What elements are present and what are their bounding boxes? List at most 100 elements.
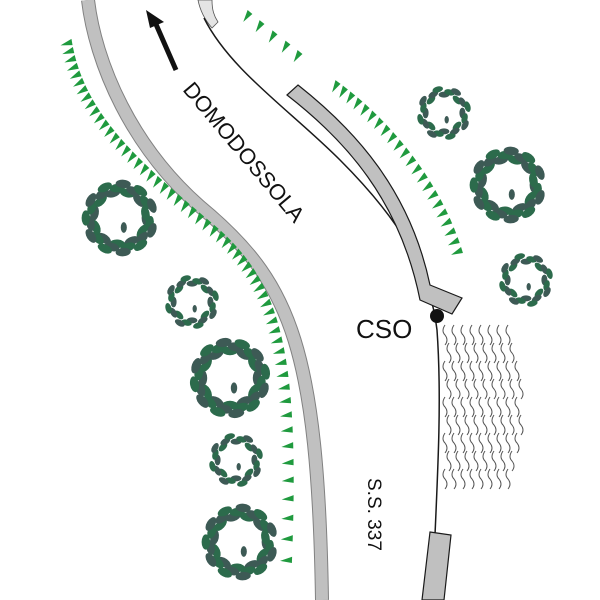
tree-leaf — [253, 467, 261, 478]
embankment-tooth-right — [440, 217, 453, 227]
tree-leaf — [461, 120, 469, 131]
tree-icon — [81, 179, 157, 257]
embankment-tooth-left — [121, 145, 132, 157]
tree-leaf — [191, 358, 202, 374]
scree-stroke — [505, 360, 511, 382]
tree-trunk-mark — [240, 546, 247, 557]
scree-stroke — [460, 396, 466, 418]
tree-leaf — [267, 522, 277, 537]
tree-leaf — [189, 376, 200, 393]
embankment-tooth-left — [256, 290, 269, 300]
tree-leaf — [445, 133, 456, 140]
scree-stroke — [478, 324, 484, 346]
scree-stroke — [478, 432, 484, 454]
tree-leaf — [212, 290, 219, 301]
tree-leaf — [85, 229, 97, 243]
north-west-arrow-icon — [146, 10, 179, 72]
embankment-tooth-left — [276, 370, 289, 377]
scree-stroke — [509, 378, 515, 400]
embankment-tooth-left — [115, 138, 126, 151]
tree-leaf — [258, 382, 269, 398]
scree-stroke — [469, 396, 475, 418]
scree-stroke — [505, 468, 511, 490]
tree-leaf — [417, 114, 424, 125]
scree-stroke — [478, 468, 484, 490]
tree-leaf — [485, 149, 500, 160]
tree-leaf — [254, 509, 268, 521]
tree-leaf — [485, 210, 500, 221]
embankment-tooth-left — [226, 242, 237, 254]
scree-stroke — [460, 432, 466, 454]
tree-leaf — [535, 190, 545, 205]
scree-stroke — [487, 468, 493, 490]
embankment-tooth-left — [280, 411, 293, 418]
scree-stroke — [514, 396, 520, 418]
embankment-tooth-right — [346, 91, 356, 104]
embankment-tooth-right — [427, 189, 439, 200]
tree-icon — [209, 433, 263, 487]
scree-stroke — [482, 378, 488, 400]
tree-leaf — [217, 506, 232, 517]
tree-leaf — [522, 206, 536, 218]
tree-leaf — [147, 223, 157, 238]
tree-leaf — [209, 309, 217, 320]
scree-stroke — [442, 324, 448, 346]
scree-stroke — [469, 432, 475, 454]
tree-leaf — [533, 255, 544, 263]
tree-icon — [189, 337, 271, 419]
embankment-tooth-left — [133, 157, 144, 170]
tree-leaf — [167, 284, 175, 295]
tree-leaf — [503, 146, 519, 156]
embankment-tooth-left — [166, 187, 176, 200]
scree-stroke — [473, 342, 479, 364]
tree-leaf — [535, 165, 545, 180]
tree-leaf — [180, 275, 191, 282]
embankment-tooth-left — [241, 261, 253, 272]
embankment-tooth-left — [62, 47, 75, 55]
scree-area — [442, 324, 524, 490]
tree-leaf — [115, 179, 131, 189]
scree-stroke — [442, 396, 448, 418]
scree-stroke — [442, 468, 448, 490]
embankment-tooth-right — [422, 181, 434, 192]
embankment-tooth-top — [268, 30, 278, 43]
scree-stroke — [482, 342, 488, 364]
tree-leaf — [473, 196, 485, 210]
embankment-tooth-right — [387, 131, 398, 144]
embankment-tooth-right — [360, 103, 370, 116]
scree-stroke — [491, 414, 497, 436]
embankment-tooth-left — [89, 106, 101, 117]
tree-leaf — [235, 503, 251, 513]
embankment-tooth-left — [281, 476, 294, 483]
tree-trunk-mark — [230, 382, 238, 394]
tree-leaf — [210, 406, 226, 417]
scree-stroke — [509, 450, 515, 472]
embankment-tooth-right — [339, 85, 348, 98]
tree-leaf — [426, 130, 437, 138]
scree-stroke — [451, 396, 457, 418]
scree-stroke — [478, 360, 484, 382]
embankment-tooth-right — [436, 208, 448, 218]
scree-stroke — [451, 432, 457, 454]
scree-stroke — [496, 360, 502, 382]
embankment-tooth-left — [268, 326, 281, 334]
scree-stroke — [464, 450, 470, 472]
scree-stroke — [469, 324, 475, 346]
scree-stroke — [455, 450, 461, 472]
tree-icon — [499, 253, 553, 307]
embankment-tooth-left — [139, 163, 150, 176]
embankment-tooth-left — [249, 275, 261, 285]
embankment-tooth-left — [270, 336, 283, 344]
tree-icon — [165, 275, 219, 329]
embankment-tooth-left — [281, 514, 294, 521]
tree-leaf — [546, 268, 553, 279]
tree-leaf — [522, 152, 536, 164]
embankment-tooth-left — [280, 556, 293, 564]
tree-leaf — [501, 262, 509, 273]
left-road-band-fill — [82, 0, 328, 600]
scree-stroke — [464, 378, 470, 400]
scree-stroke — [482, 450, 488, 472]
tree-leaf — [134, 185, 148, 197]
embankment-tooth-left — [73, 77, 85, 87]
embankment-tooth-left — [76, 85, 89, 95]
